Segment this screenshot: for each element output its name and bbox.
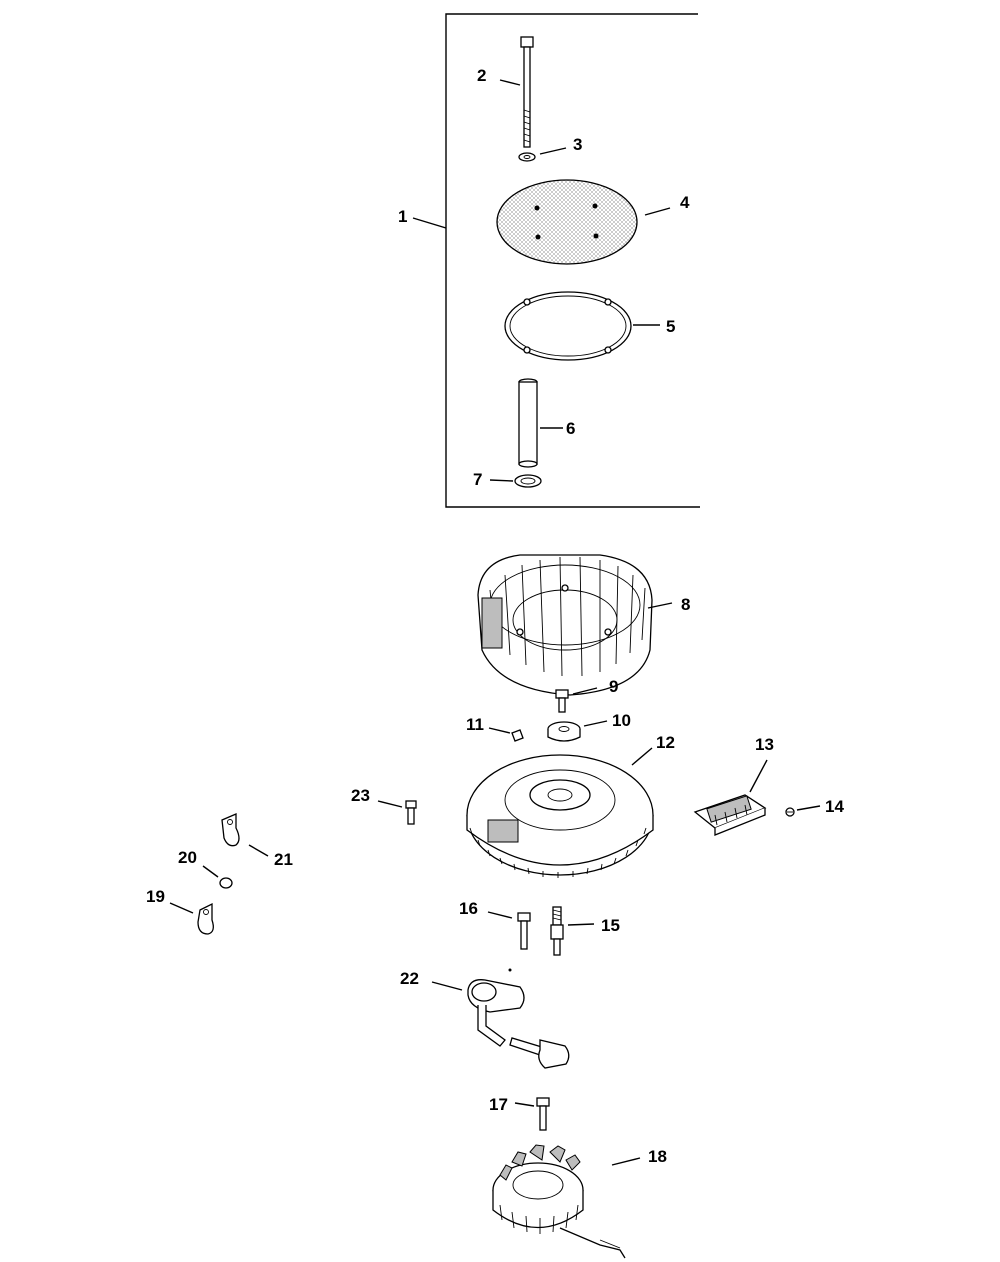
part-screen-disk <box>496 179 638 265</box>
part-stator <box>492 1144 626 1259</box>
callout-13: 13 <box>755 735 774 754</box>
part-ring-frame <box>504 291 632 361</box>
callout-8: 8 <box>681 595 690 614</box>
part-bolt-16 <box>517 912 531 950</box>
part-spacer <box>547 721 581 742</box>
callout-21: 21 <box>274 850 293 869</box>
callout-19: 19 <box>146 887 165 906</box>
callout-1: 1 <box>398 207 407 226</box>
part-flywheel <box>466 754 654 878</box>
callout-15: 15 <box>601 916 620 935</box>
callout-20: 20 <box>178 848 197 867</box>
part-clamp-21 <box>221 813 240 847</box>
callout-2: 2 <box>477 66 486 85</box>
callout-11: 11 <box>466 715 484 734</box>
part-key <box>511 729 524 742</box>
part-bolt-17 <box>536 1097 550 1131</box>
callout-23: 23 <box>351 786 370 805</box>
callout-17: 17 <box>489 1095 508 1114</box>
callout-4: 4 <box>680 193 690 212</box>
callout-10: 10 <box>612 711 631 730</box>
part-screw-14 <box>785 807 795 817</box>
part-o-ring <box>514 474 542 488</box>
callout-7: 7 <box>473 470 482 489</box>
callout-22: 22 <box>400 969 419 988</box>
part-screw-9 <box>555 689 569 713</box>
callout-9: 9 <box>609 677 618 696</box>
part-stud-15 <box>550 906 564 956</box>
part-pin <box>518 378 538 468</box>
part-bolt-long <box>520 36 534 148</box>
part-nut-20 <box>219 877 233 889</box>
callout-3: 3 <box>573 135 582 154</box>
callout-12: 12 <box>656 733 675 752</box>
part-clamp-19 <box>197 902 214 935</box>
callout-5: 5 <box>666 317 675 336</box>
part-washer-small <box>518 152 536 162</box>
part-regulator <box>693 794 767 836</box>
part-screw-23 <box>405 800 417 825</box>
kit-bracket <box>412 13 700 508</box>
part-ignition-module <box>467 968 570 1069</box>
part-fan <box>477 554 653 696</box>
callout-18: 18 <box>648 1147 667 1166</box>
callout-14: 14 <box>825 797 844 816</box>
callout-16: 16 <box>459 899 478 918</box>
callout-6: 6 <box>566 419 575 438</box>
